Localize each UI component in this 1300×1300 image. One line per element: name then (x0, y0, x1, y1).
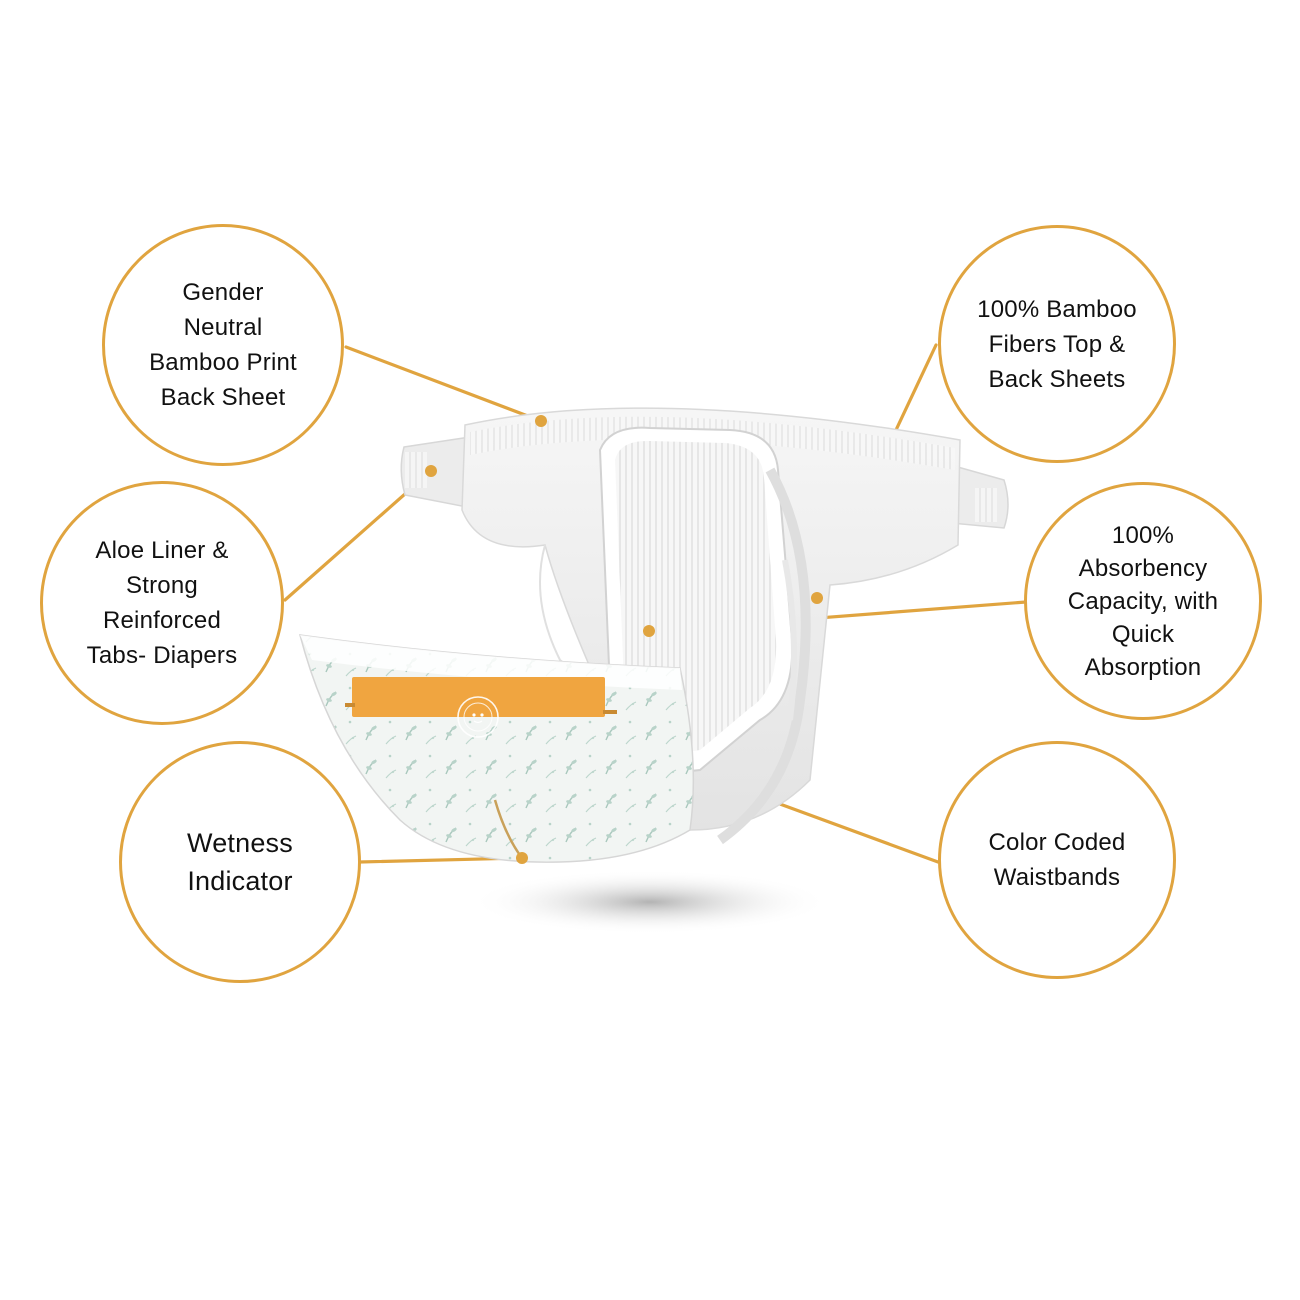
callout-absorbency: 100% Absorbency Capacity, with Quick Abs… (1024, 482, 1262, 720)
callout-line: Strong (126, 572, 198, 599)
callout-line: Aloe Liner & (95, 537, 229, 564)
callout-line: Back Sheet (160, 384, 286, 411)
callout-line: Quick (1111, 620, 1175, 648)
callout-line: Gender (182, 279, 264, 306)
diaper-shadow (470, 870, 830, 934)
callout-wetness-text: Wetness Indicator (187, 824, 293, 900)
callout-wetness: Wetness Indicator (119, 741, 361, 983)
callout-bamboo-fibers-text: 100% Bamboo Fibers Top & Back Sheets (977, 292, 1137, 397)
callout-line: Capacity, with (1067, 587, 1219, 615)
callout-line: Waistbands (993, 864, 1121, 891)
callout-back-sheet-text: Gender Neutral Bamboo Print Back Sheet (149, 275, 297, 415)
callout-back-sheet: Gender Neutral Bamboo Print Back Sheet (102, 224, 344, 466)
callout-line: Back Sheets (988, 365, 1126, 393)
callout-line: Indicator (187, 866, 293, 896)
callout-line: Wetness (187, 828, 293, 858)
callout-bamboo-fibers: 100% Bamboo Fibers Top & Back Sheets (938, 225, 1176, 463)
callout-line: Neutral (183, 314, 263, 341)
callout-absorbency-text: 100% Absorbency Capacity, with Quick Abs… (1068, 519, 1218, 684)
callout-line: Bamboo Print (149, 349, 297, 376)
callout-line: Absorbency (1078, 554, 1208, 582)
callout-line: Reinforced (102, 607, 222, 634)
callout-aloe-liner-text: Aloe Liner & Strong Reinforced Tabs- Dia… (87, 533, 238, 673)
callout-aloe-liner: Aloe Liner & Strong Reinforced Tabs- Dia… (40, 481, 284, 725)
callout-waistbands-text: Color Coded Waistbands (989, 825, 1126, 895)
callout-line: Color Coded (988, 829, 1126, 856)
waistband-logo (457, 696, 499, 738)
callout-line: Fibers Top & (988, 330, 1126, 358)
callout-line: Tabs- Diapers (86, 642, 238, 669)
connector-back-sheet (344, 345, 543, 423)
callout-line: 100% (1111, 521, 1175, 549)
callout-waistbands: Color Coded Waistbands (938, 741, 1176, 979)
callout-line: 100% Bamboo (977, 295, 1137, 323)
callout-line: Absorption (1084, 653, 1202, 681)
